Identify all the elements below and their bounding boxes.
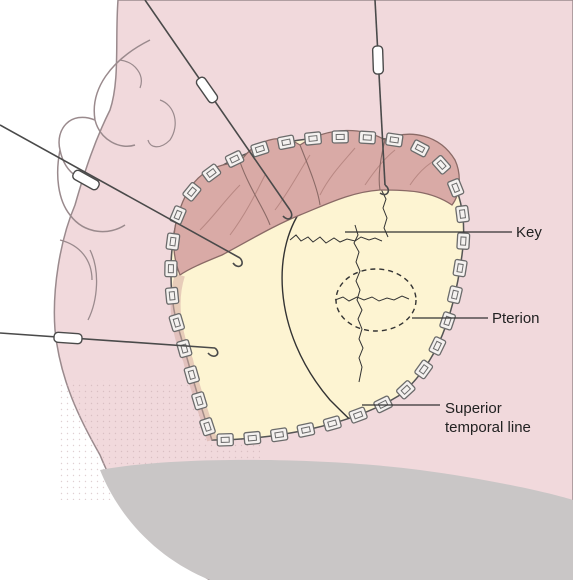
scalp-clip bbox=[359, 131, 376, 144]
scalp-clip bbox=[217, 434, 233, 446]
scalp-clip bbox=[386, 133, 404, 147]
scalp-clip bbox=[304, 132, 321, 145]
scalp-clip bbox=[166, 233, 180, 250]
label-pterion: Pterion bbox=[492, 310, 540, 327]
tensioner-2 bbox=[373, 46, 384, 74]
scalp-clip bbox=[456, 205, 470, 222]
scalp-clip bbox=[457, 233, 470, 250]
scalp-clip bbox=[297, 422, 315, 437]
label-superior-temporal-line-1: Superior bbox=[445, 400, 502, 417]
label-superior-temporal-line-2: temporal line bbox=[445, 419, 531, 436]
scalp-clip bbox=[453, 259, 467, 277]
scalp-clip bbox=[277, 135, 295, 150]
scalp-clip bbox=[165, 261, 177, 277]
scalp-clip bbox=[332, 131, 348, 143]
tensioner-4 bbox=[54, 332, 83, 344]
scalp-clip bbox=[270, 428, 288, 442]
scalp-clip bbox=[244, 431, 261, 444]
label-key: Key bbox=[516, 224, 542, 241]
scalp-clip bbox=[165, 287, 179, 304]
